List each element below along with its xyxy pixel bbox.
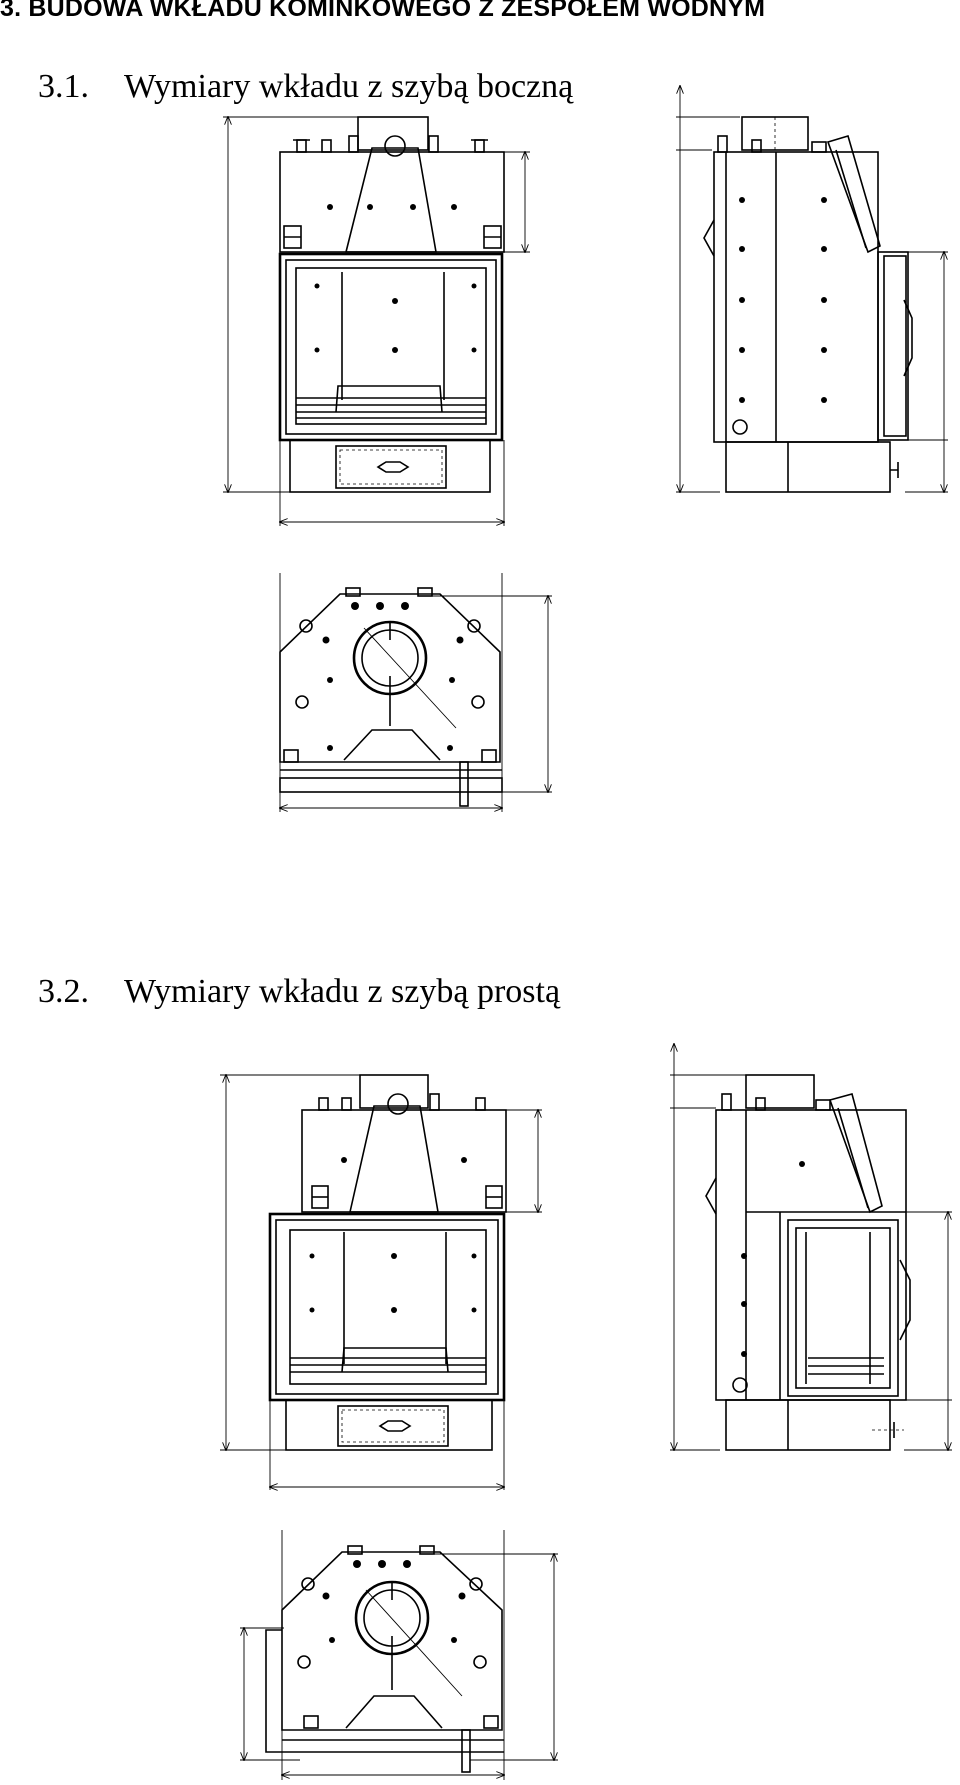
front-view-drawing <box>223 117 530 526</box>
side-view-drawing <box>670 1044 952 1450</box>
section-heading-3-2: 3.2. Wymiary wkładu z szybą prostą <box>38 973 560 1011</box>
section-title: Wymiary wkładu z szybą prostą <box>124 973 561 1010</box>
section-title: Wymiary wkładu z szybą boczną <box>124 68 574 105</box>
front-view-drawing <box>220 1075 542 1490</box>
side-view-drawing <box>676 86 948 492</box>
section-number: 3.2. <box>38 973 89 1010</box>
top-view-drawing <box>280 573 552 812</box>
top-view-drawing <box>240 1530 558 1780</box>
page-heading: 3. BUDOWA WKŁADU KOMINKOWEGO Z ZESPOŁEM … <box>0 0 766 22</box>
section-heading-3-1: 3.1. Wymiary wkładu z szybą boczną <box>38 68 573 106</box>
section-number: 3.1. <box>38 68 89 105</box>
